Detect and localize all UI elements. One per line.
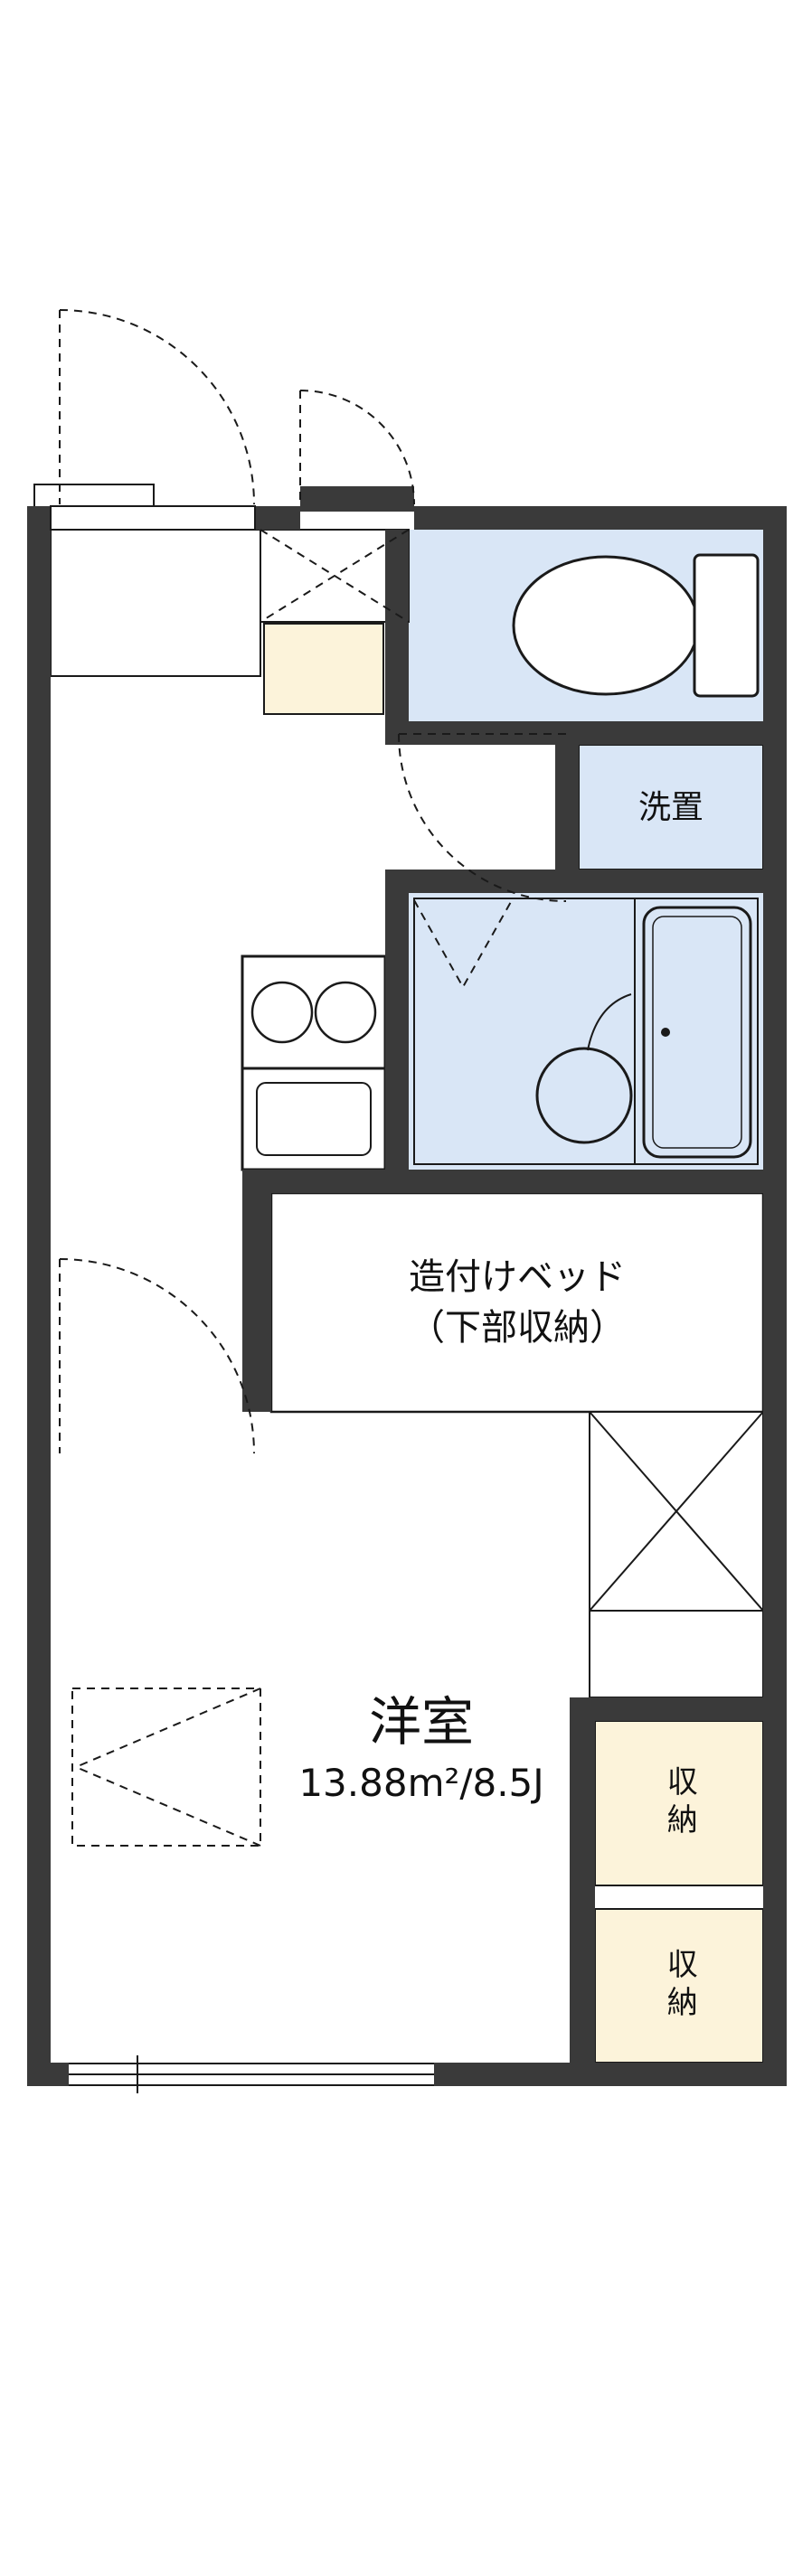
bathtub-outer <box>642 906 752 1159</box>
wall-washer-left <box>555 745 579 893</box>
wall-bed-left <box>242 1170 271 1412</box>
wall-storage-top <box>570 1697 787 1721</box>
shoe-cabinet-diagonal-2 <box>260 529 410 623</box>
bathtub-drain-dot <box>661 1028 670 1037</box>
entrance-door-swing-arc <box>59 309 255 505</box>
bath-unit-frame <box>413 898 759 1165</box>
wall-top-segment-1 <box>255 506 300 530</box>
stove-burner-left <box>250 981 314 1044</box>
kitchen-sink-basin <box>256 1082 372 1156</box>
shower-hose-line <box>587 993 632 1051</box>
entrance-door-opening <box>50 505 256 531</box>
wall-left <box>27 506 51 2086</box>
wall-toilet-bottom <box>385 721 787 745</box>
kitchen-stove-counter <box>241 954 387 1070</box>
toilet-bowl <box>512 555 700 696</box>
window-bottom <box>69 2055 434 2093</box>
wall-right <box>763 506 787 2086</box>
bathroom-floor <box>409 893 763 1170</box>
closet-diagonal-1 <box>75 1688 261 1768</box>
wash-bowl <box>535 1047 633 1144</box>
entrance-outside-step <box>33 484 155 509</box>
toilet-tank <box>693 553 760 698</box>
dashed-symbols <box>59 309 567 1847</box>
bathroom-folding-door <box>413 899 513 990</box>
bathtub-inner <box>652 916 742 1149</box>
entrance-hall-area <box>50 529 261 677</box>
storage-top-floor <box>594 1720 764 1886</box>
genkan-step-floor <box>263 623 384 715</box>
closet-dashed-outline <box>71 1688 261 1847</box>
top-door-slab <box>300 486 414 512</box>
counter-space-box <box>589 1610 764 1698</box>
closet-diagonal-2 <box>75 1766 261 1847</box>
appliance-space-diagonal-2 <box>589 1411 764 1612</box>
built-in-bed-box <box>269 1191 765 1414</box>
wall-bathroom-left <box>385 870 409 1193</box>
walls <box>27 486 787 2086</box>
wall-room-top <box>242 1170 787 1193</box>
wall-storage-left <box>570 1697 595 2063</box>
room-door-swing-arc <box>59 1258 255 1454</box>
stove-burner-right <box>314 981 377 1044</box>
wall-toilet-left <box>385 530 409 745</box>
washer-space-floor <box>578 744 764 870</box>
wall-bathroom-top <box>385 870 787 893</box>
top-door-swing-arc <box>299 390 415 505</box>
storage-bottom-floor <box>594 1908 764 2064</box>
toilet-door-swing-arc <box>398 733 567 902</box>
wall-top-segment-2 <box>414 506 787 530</box>
